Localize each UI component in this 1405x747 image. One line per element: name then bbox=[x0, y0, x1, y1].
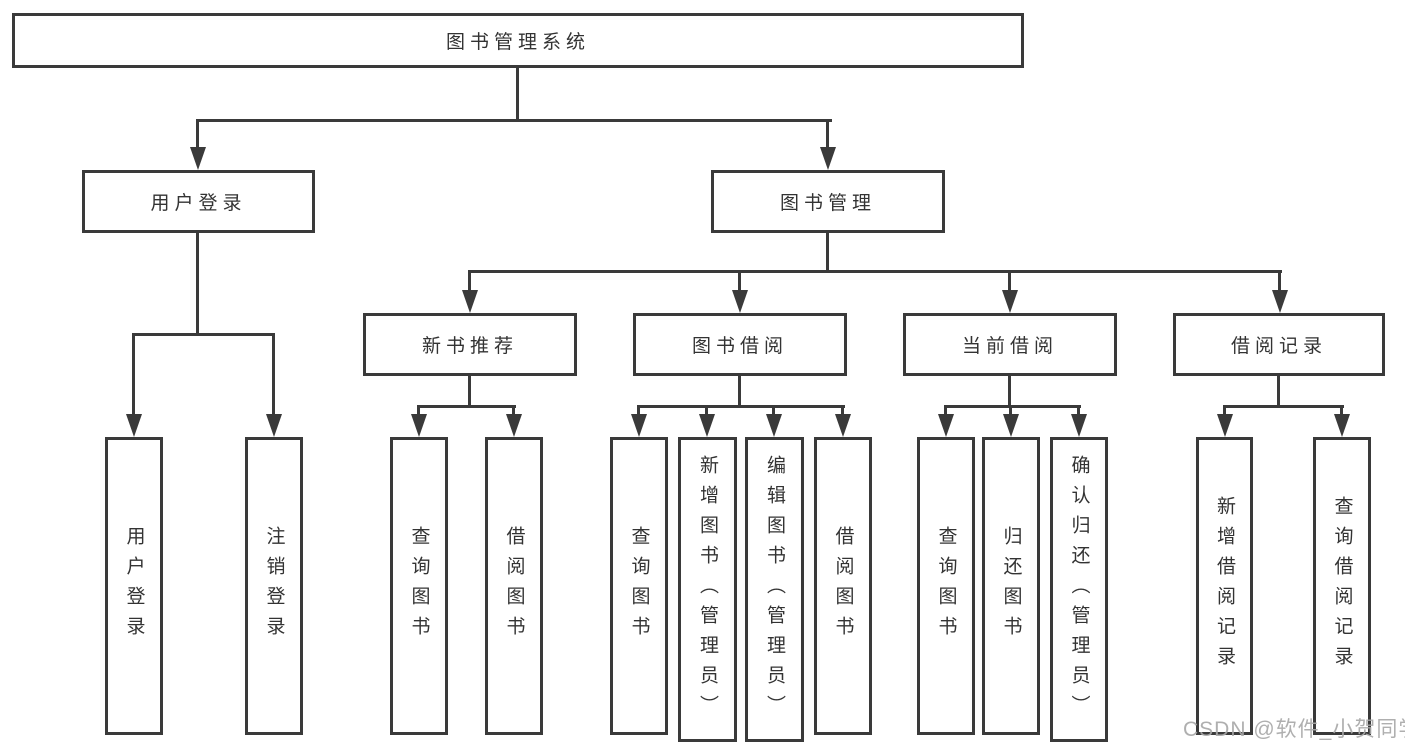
node-label: 查询图书 bbox=[408, 526, 430, 646]
connector-line bbox=[1223, 405, 1226, 417]
connector-arrowhead bbox=[1272, 290, 1288, 313]
connector-arrowhead bbox=[506, 414, 522, 437]
connector-line bbox=[468, 270, 471, 292]
leaf-edit-books-admin: 编辑图书（管理员） bbox=[745, 437, 804, 742]
connector-line bbox=[1340, 405, 1343, 417]
connector-line bbox=[772, 405, 775, 417]
connector-line bbox=[516, 66, 519, 120]
connector-line bbox=[132, 333, 135, 415]
leaf-confirm-return-admin: 确认归还（管理员） bbox=[1050, 437, 1108, 742]
watermark: CSDN @软件_小贺同学 bbox=[1183, 718, 1405, 741]
connector-arrowhead bbox=[699, 414, 715, 437]
connector-arrowhead bbox=[835, 414, 851, 437]
connector-line bbox=[417, 405, 420, 417]
connector-arrowhead bbox=[266, 414, 282, 437]
leaf-user-login: 用户登录 bbox=[105, 437, 163, 735]
connector-line bbox=[512, 405, 515, 417]
node-new-book-recommendation: 新书推荐 bbox=[363, 313, 577, 376]
connector-arrowhead bbox=[1217, 414, 1233, 437]
leaf-logout: 注销登录 bbox=[245, 437, 303, 735]
connector-arrowhead bbox=[190, 147, 206, 170]
connector-line bbox=[637, 405, 845, 408]
connector-line bbox=[1277, 374, 1280, 407]
connector-line bbox=[705, 405, 708, 417]
connector-line bbox=[1278, 270, 1281, 292]
node-user-login: 用户登录 bbox=[82, 170, 315, 233]
connector-line bbox=[738, 374, 741, 407]
connector-line bbox=[468, 374, 471, 407]
node-label: 借阅图书 bbox=[503, 526, 525, 646]
connector-arrowhead bbox=[462, 290, 478, 313]
connector-line bbox=[1223, 405, 1344, 408]
node-label: 借阅记录 bbox=[1230, 336, 1327, 357]
leaf-add-borrow-record: 新增借阅记录 bbox=[1196, 437, 1253, 735]
leaf-query-borrow-record: 查询借阅记录 bbox=[1313, 437, 1371, 735]
node-label: 用户登录 bbox=[123, 526, 145, 646]
node-label: 注销登录 bbox=[263, 526, 285, 646]
connector-line bbox=[738, 270, 741, 292]
connector-arrowhead bbox=[938, 414, 954, 437]
connector-arrowhead bbox=[1003, 414, 1019, 437]
connector-line bbox=[637, 405, 640, 417]
node-label: 图书管理系统 bbox=[445, 32, 590, 53]
node-label: 图书管理 bbox=[779, 193, 876, 214]
connector-line bbox=[272, 333, 275, 415]
connector-line bbox=[944, 405, 1081, 408]
leaf-return-books: 归还图书 bbox=[982, 437, 1040, 735]
node-borrowing-records: 借阅记录 bbox=[1173, 313, 1385, 376]
connector-arrowhead bbox=[1002, 290, 1018, 313]
connector-line bbox=[1077, 405, 1080, 417]
node-library-management-system: 图书管理系统 bbox=[12, 13, 1024, 68]
leaf-add-books-admin: 新增图书（管理员） bbox=[678, 437, 737, 742]
leaf-query-books-2: 查询图书 bbox=[610, 437, 668, 735]
connector-line bbox=[417, 405, 516, 408]
leaf-query-books-1: 查询图书 bbox=[390, 437, 448, 735]
connector-line bbox=[1008, 374, 1011, 407]
leaf-borrow-books-2: 借阅图书 bbox=[814, 437, 872, 735]
node-label: 当前借阅 bbox=[961, 336, 1058, 357]
node-label: 归还图书 bbox=[1000, 526, 1022, 646]
node-book-borrowing: 图书借阅 bbox=[633, 313, 847, 376]
connector-line bbox=[196, 119, 832, 122]
node-label: 查询图书 bbox=[628, 526, 650, 646]
connector-arrowhead bbox=[766, 414, 782, 437]
connector-arrowhead bbox=[126, 414, 142, 437]
node-label: 确认归还（管理员） bbox=[1068, 454, 1090, 725]
node-current-borrowing: 当前借阅 bbox=[903, 313, 1117, 376]
node-label: 借阅图书 bbox=[832, 526, 854, 646]
leaf-query-books-3: 查询图书 bbox=[917, 437, 975, 735]
connector-arrowhead bbox=[820, 147, 836, 170]
node-label: 新增图书（管理员） bbox=[697, 454, 718, 725]
node-label: 图书借阅 bbox=[691, 336, 788, 357]
node-label: 新增借阅记录 bbox=[1214, 496, 1235, 676]
leaf-borrow-books-1: 借阅图书 bbox=[485, 437, 543, 735]
connector-line bbox=[826, 231, 829, 273]
connector-arrowhead bbox=[1334, 414, 1350, 437]
connector-arrowhead bbox=[732, 290, 748, 313]
connector-line bbox=[841, 405, 844, 417]
node-label: 编辑图书（管理员） bbox=[764, 454, 785, 725]
node-book-management: 图书管理 bbox=[711, 170, 945, 233]
connector-line bbox=[826, 119, 829, 149]
node-label: 用户登录 bbox=[150, 193, 247, 214]
connector-line bbox=[944, 405, 947, 417]
connector-line bbox=[196, 231, 199, 335]
connector-line bbox=[468, 270, 1282, 273]
node-label: 查询图书 bbox=[935, 526, 957, 646]
connector-arrowhead bbox=[1071, 414, 1087, 437]
connector-line bbox=[196, 119, 199, 149]
connector-line bbox=[1008, 270, 1011, 292]
node-label: 新书推荐 bbox=[421, 336, 518, 357]
connector-arrowhead bbox=[411, 414, 427, 437]
connector-line bbox=[1009, 405, 1012, 417]
connector-arrowhead bbox=[631, 414, 647, 437]
node-label: 查询借阅记录 bbox=[1331, 496, 1353, 676]
connector-line bbox=[132, 333, 275, 336]
